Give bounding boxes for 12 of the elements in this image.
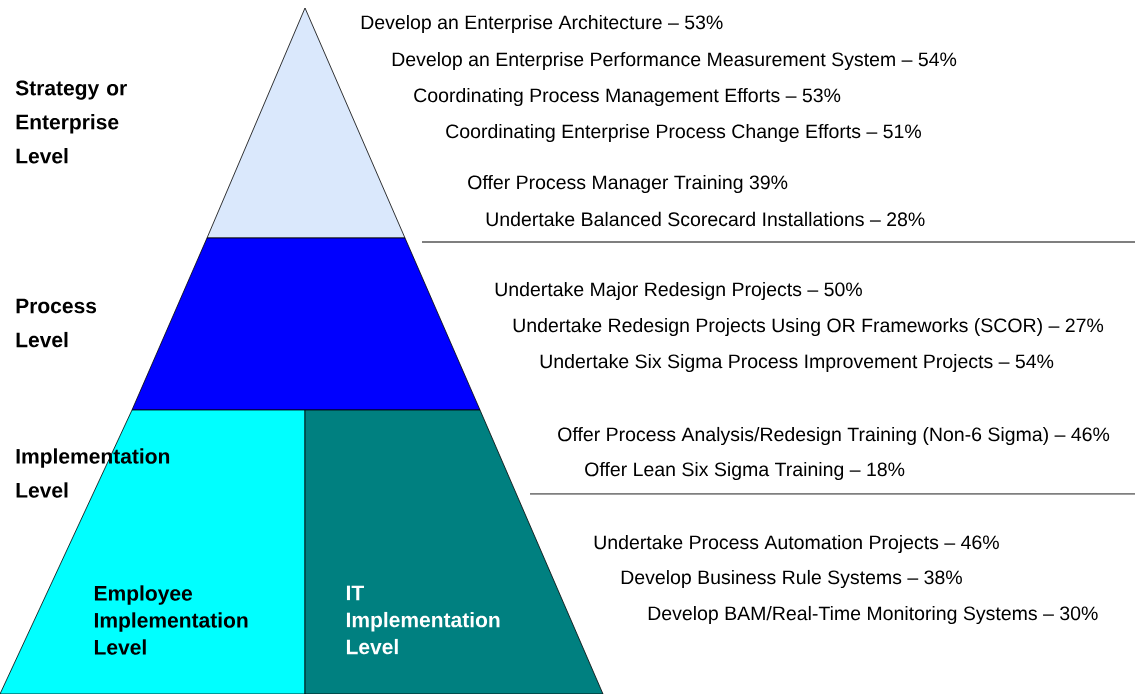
activity-text: Undertake Balanced Scorecard Installations – 28%	[486, 211, 925, 227]
activity-text: Undertake Redesign Projects Using OR Frameworks (SCOR) – 27%	[513, 317, 1104, 337]
activity-text: Undertake Six Sigma Process Improvement Projects – 54%	[540, 353, 1054, 373]
level-label: Strategy or Enterprise Level	[15, 80, 127, 164]
activity-text: Coordinating Enterprise Process Change Efforts – 51%	[446, 123, 921, 143]
activity-text: Offer Process Manager Training 39%	[468, 174, 788, 194]
activity-text: Develop an Enterprise Performance Measurement System – 54%	[392, 51, 957, 71]
level-label: Process Level	[16, 298, 97, 348]
activity-text: Develop BAM/Real-Time Monitoring Systems – 30%	[648, 605, 1098, 625]
pyramid-middle-band	[131, 237, 481, 411]
activity-text: Develop an Enterprise Architecture – 53%	[361, 14, 723, 34]
activity-text: Develop Business Rule Systems – 38%	[621, 569, 962, 589]
